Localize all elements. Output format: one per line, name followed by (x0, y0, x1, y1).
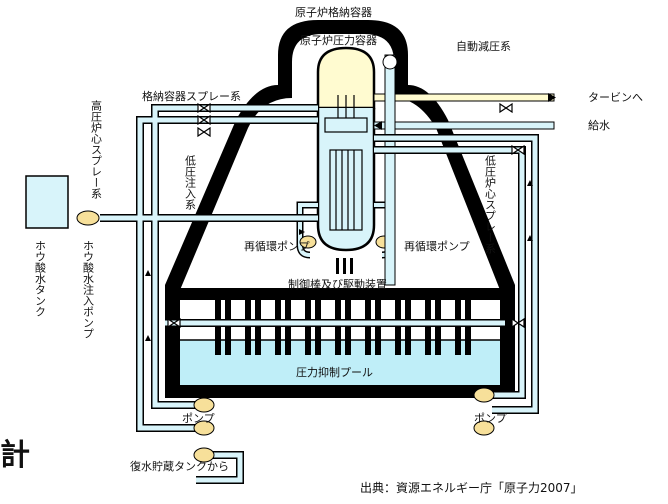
label-pressure-vessel: 原子炉圧力容器 (300, 33, 377, 47)
label-containment-vessel: 原子炉格納容器 (295, 5, 372, 19)
control-rod-drives (336, 258, 353, 274)
label-to-turbine: タービンへ (588, 91, 643, 104)
source-citation: 出典：資源エネルギー庁「原子力2007」 (360, 481, 583, 495)
label-pump-left: ポンプ (182, 412, 215, 425)
label-boric-acid-pump: ホウ酸水注入ポンプ (82, 240, 95, 339)
label-recirc-pump-right: 再循環ポンプ (404, 240, 470, 253)
label-recirc-pump-left: 再循環ポンプ (244, 240, 310, 253)
core-internals (324, 95, 368, 231)
label-pump-right: ポンプ (474, 412, 507, 425)
vent-downcomers (215, 300, 471, 355)
valves (167, 102, 525, 329)
main-steam-line (373, 93, 556, 102)
boric-acid-pump-icon (76, 210, 100, 226)
label-auto-depressurization: 自動減圧系 (456, 39, 511, 53)
label-lp-core-spray: 低圧炉心スプレー系 (484, 155, 497, 254)
recirc-pump-left-icon (299, 235, 317, 249)
label-boric-acid-tank: ホウ酸水タンク (34, 240, 47, 317)
auto-depressurization-valve (382, 54, 398, 286)
label-containment-spray: 格納容器スプレー系 (142, 89, 241, 103)
drywell-floor (180, 288, 500, 300)
label-feedwater: 給水 (588, 118, 610, 132)
partial-character: 計 (0, 438, 30, 473)
label-hp-core-spray: 高圧炉心スプレー系 (90, 99, 103, 199)
feedwater-line (373, 121, 555, 130)
label-lp-injection: 低圧注入系 (184, 155, 197, 210)
label-suppression-pool: 圧力抑制プール (296, 365, 373, 379)
boric-acid-tank (25, 175, 69, 229)
flow-arrows (145, 180, 533, 341)
reactor-pressure-vessel (316, 46, 376, 110)
eccs-pumps (193, 387, 495, 463)
label-condensate-tank: 復水貯蔵タンクから (130, 460, 229, 473)
label-control-rod-drive: 制御棒及び駆動装置 (288, 277, 387, 291)
